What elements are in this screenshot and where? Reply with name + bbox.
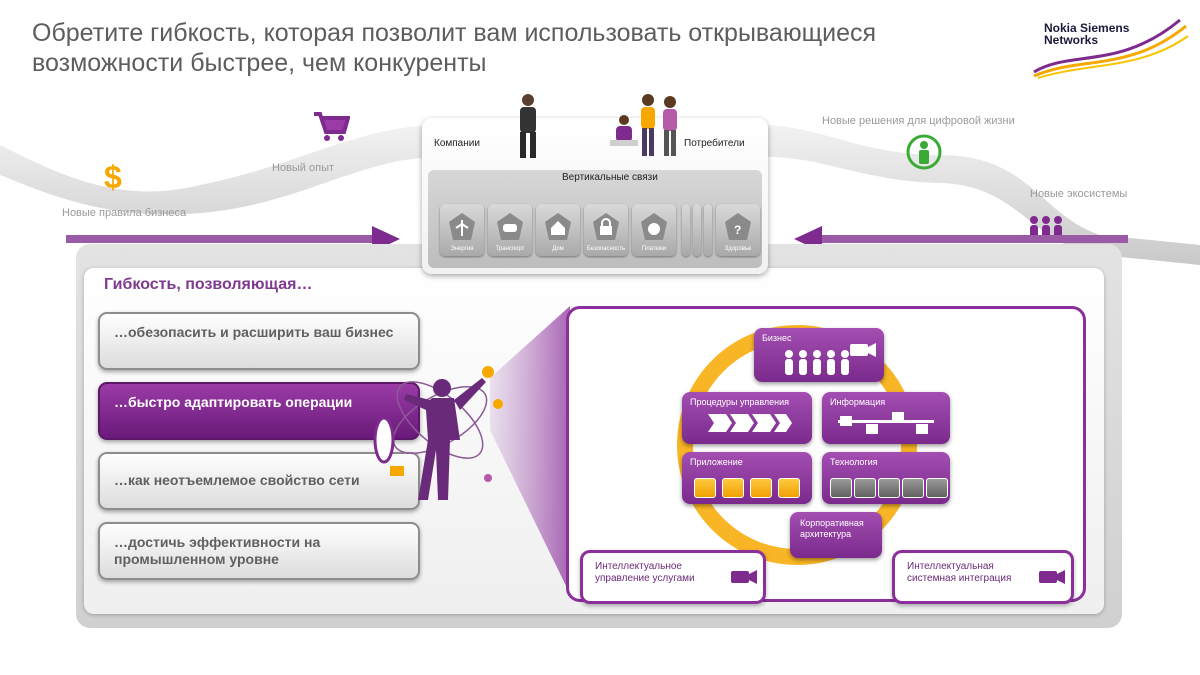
vertical-home[interactable]: Дом: [536, 204, 580, 256]
vertical-slot: [682, 204, 690, 256]
shopping-cart-icon: [314, 112, 350, 141]
vertical-health[interactable]: ? Здоровье: [716, 204, 760, 256]
vertical-payments[interactable]: Платежи: [632, 204, 676, 256]
svg-text:?: ?: [734, 223, 741, 237]
nsn-logo-swoosh-icon: [1033, 18, 1189, 79]
flexibility-title: Гибкость, позволяющая…: [104, 276, 313, 293]
layer-application[interactable]: Приложение: [682, 452, 812, 504]
verticals-band: Вертикальные связи Энергия Транспорт Дом: [428, 170, 762, 268]
wind-turbine-icon: [449, 213, 475, 240]
house-icon: [545, 213, 571, 240]
health-icon: ?: [725, 213, 751, 240]
vertical-slot: [693, 204, 701, 256]
tech-tile-icon: [926, 478, 948, 498]
svg-text:$: $: [104, 159, 122, 194]
flex-item-industrial-efficiency[interactable]: …достичь эффективности на промышленном у…: [98, 522, 420, 580]
layer-technology[interactable]: Технология: [822, 452, 950, 504]
flex-item-network-property[interactable]: …как неотъемлемое свойство сети: [98, 452, 420, 510]
label-digital-life: Новые решения для цифровой жизни: [822, 115, 1015, 127]
dollar-icon: $: [104, 159, 122, 194]
businessman-icon: [520, 94, 536, 158]
app-tile-icon: [722, 478, 744, 498]
flow-ribbon: [0, 125, 1200, 265]
people-group-icon: [785, 350, 849, 375]
company-logo: Nokia Siemens Networks: [1044, 21, 1130, 47]
consumers-label: Потребители: [684, 138, 745, 149]
camera-icon: [1039, 570, 1065, 584]
vertical-slot: [704, 204, 712, 256]
system-integration-box[interactable]: Интеллектуальная системная интеграция: [892, 550, 1074, 604]
spotlight-beam: [490, 306, 570, 594]
camera-icon: [850, 343, 876, 357]
layer-information[interactable]: Информация: [822, 392, 950, 444]
flex-item-secure-business[interactable]: …обезопасить и расширить ваш бизнес: [98, 312, 420, 370]
process-chevrons-icon: [708, 414, 792, 432]
app-tile-icon: [694, 478, 716, 498]
verticals-title: Вертикальные связи: [562, 172, 658, 183]
consumers-people-icon: [610, 94, 677, 156]
label-new-business-rules: Новые правила бизнеса: [62, 207, 187, 219]
page-title: Обретите гибкость, которая позволит вам …: [32, 19, 877, 77]
payment-icon: [641, 213, 667, 240]
corporate-architecture-label[interactable]: Корпоративная архитектура: [790, 512, 882, 558]
layer-business[interactable]: Бизнес: [754, 328, 884, 382]
verticals-card: Компании Потребители Вертикальные связи …: [422, 118, 768, 274]
service-management-box[interactable]: Интеллектуальное управление услугами: [580, 550, 766, 604]
tech-tile-icon: [854, 478, 876, 498]
companies-label: Компании: [434, 138, 480, 149]
vertical-energy[interactable]: Энергия: [440, 204, 484, 256]
tech-tile-icon: [878, 478, 900, 498]
lock-icon: [593, 213, 619, 240]
tech-tile-icon: [902, 478, 924, 498]
train-icon: [497, 213, 523, 240]
digital-life-person-icon: [906, 134, 942, 170]
label-new-ecosystems: Новые экосистемы: [1030, 188, 1128, 200]
camera-icon: [731, 570, 757, 584]
app-tile-icon: [750, 478, 772, 498]
data-network-icon: [838, 412, 934, 434]
label-new-experience: Новый опыт: [272, 162, 335, 174]
app-tile-icon: [778, 478, 800, 498]
flex-item-adapt-operations[interactable]: …быстро адаптировать операции: [98, 382, 420, 440]
vertical-security[interactable]: Безопасность: [584, 204, 628, 256]
tech-tile-icon: [830, 478, 852, 498]
vertical-transport[interactable]: Транспорт: [488, 204, 532, 256]
juggler-figure-icon: [373, 366, 503, 500]
layer-procedures[interactable]: Процедуры управления: [682, 392, 812, 444]
